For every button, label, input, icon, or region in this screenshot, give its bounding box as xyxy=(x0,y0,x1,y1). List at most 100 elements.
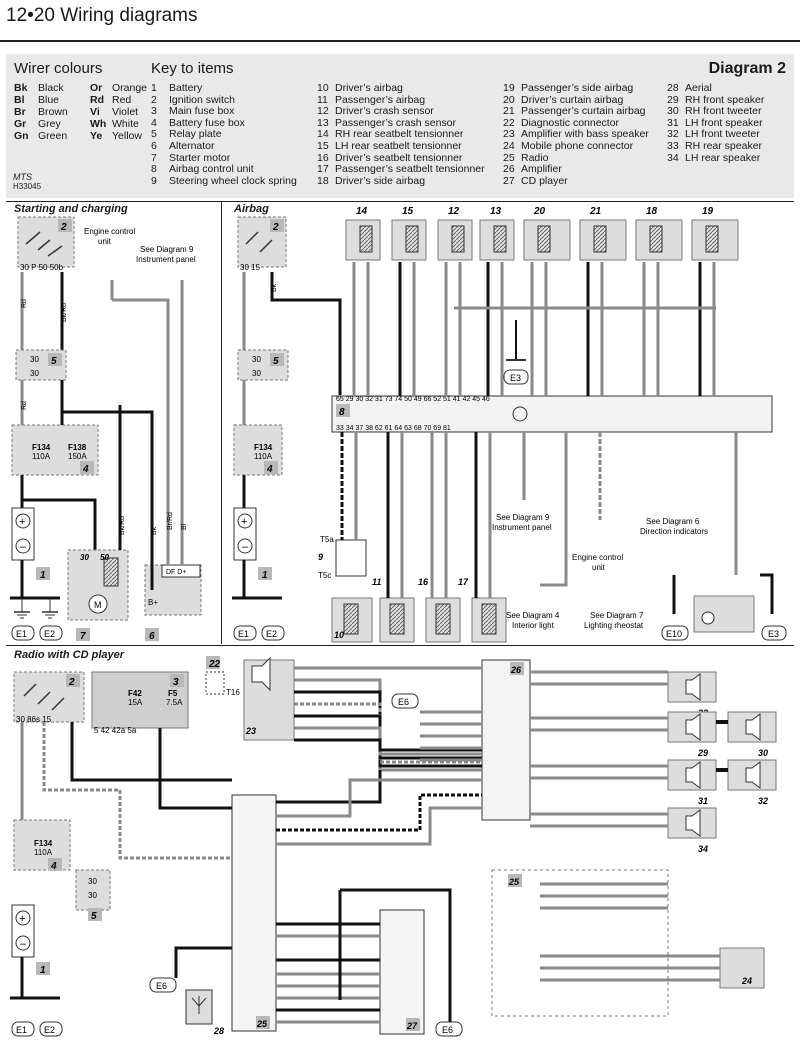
svg-text:F5: F5 xyxy=(168,689,178,698)
svg-text:16: 16 xyxy=(418,577,429,587)
svg-text:Interior light: Interior light xyxy=(512,621,555,630)
svg-text:5 42 42a 5a: 5 42 42a 5a xyxy=(94,726,137,735)
svg-text:17: 17 xyxy=(458,577,469,587)
airbag-connector-number: 13 xyxy=(490,206,502,217)
svg-text:1: 1 xyxy=(40,965,46,976)
svg-text:Engine control: Engine control xyxy=(572,553,623,562)
svg-text:E10: E10 xyxy=(666,629,682,639)
radio xyxy=(231,794,277,1032)
svg-text:24: 24 xyxy=(741,976,752,986)
airbag-control-unit xyxy=(331,395,773,433)
svg-text:25: 25 xyxy=(256,1019,268,1029)
svg-text:Rd: Rd xyxy=(21,299,28,308)
svg-text:28: 28 xyxy=(213,1026,224,1036)
airbag-connector-number: 15 xyxy=(402,206,414,217)
svg-text:E2: E2 xyxy=(44,629,55,639)
svg-text:Rd: Rd xyxy=(21,401,28,410)
svg-text:30: 30 xyxy=(88,891,97,900)
label-engine-control-unit: Engine control xyxy=(84,227,135,236)
airbag-connector-number: 19 xyxy=(702,206,714,217)
airbag-connector-number: 20 xyxy=(533,206,546,217)
svg-text:T16: T16 xyxy=(226,688,240,697)
svg-text:7: 7 xyxy=(80,631,86,642)
code-a: MTS xyxy=(13,172,32,182)
svg-text:2: 2 xyxy=(272,222,279,233)
speaker-number: 29 xyxy=(697,748,708,758)
radio-section: 2 30 86s 15 3 F42 15A F5 7.5A 5 42 42a 5… xyxy=(10,656,777,1037)
svg-text:23: 23 xyxy=(245,726,256,736)
svg-text:1: 1 xyxy=(40,570,46,581)
airbag-connector-number: 21 xyxy=(589,206,602,217)
svg-text:F134: F134 xyxy=(32,443,51,452)
svg-text:30 P 50 50b: 30 P 50 50b xyxy=(20,263,64,272)
svg-text:30: 30 xyxy=(252,355,261,364)
svg-text:5: 5 xyxy=(91,911,97,922)
svg-text:4: 4 xyxy=(266,464,273,475)
ground-e1-e2: E1 E2 xyxy=(11,598,63,641)
speakers: 332930313234 xyxy=(667,671,777,854)
svg-text:E6: E6 xyxy=(156,981,167,991)
wire-colours-title: Wirer colours xyxy=(14,60,103,77)
svg-text:5: 5 xyxy=(273,356,279,367)
svg-text:2: 2 xyxy=(68,677,75,688)
svg-text:Instrument panel: Instrument panel xyxy=(136,255,196,264)
divider-mid xyxy=(221,202,222,644)
svg-text:3: 3 xyxy=(173,677,179,688)
svg-text:+: + xyxy=(19,516,25,528)
svg-text:DF D+: DF D+ xyxy=(166,569,186,576)
svg-text:F138: F138 xyxy=(68,443,87,452)
key-title: Key to items xyxy=(151,60,234,77)
svg-text:unit: unit xyxy=(592,563,606,572)
page-header: 12•20 Wiring diagrams xyxy=(0,0,800,42)
svg-text:65 29 30 32 31 73 74 50 49: 65 29 30 32 31 73 74 50 49 66 52 51 41 4… xyxy=(336,396,490,403)
svg-text:Instrument panel: Instrument panel xyxy=(492,523,552,532)
svg-text:See Diagram 6: See Diagram 6 xyxy=(646,517,700,526)
svg-text:8: 8 xyxy=(339,407,345,418)
svg-text:E3: E3 xyxy=(768,629,779,639)
svg-text:Bk/Rd: Bk/Rd xyxy=(119,516,126,535)
svg-text:E2: E2 xyxy=(44,1025,55,1035)
svg-text:Bk/Rd: Bk/Rd xyxy=(61,303,68,322)
svg-text:10: 10 xyxy=(334,630,344,640)
svg-text:22: 22 xyxy=(208,659,221,670)
speaker-number: 34 xyxy=(698,844,708,854)
svg-text:Br/Rd: Br/Rd xyxy=(167,512,174,530)
svg-text:30: 30 xyxy=(88,877,97,886)
label-see-diag9: See Diagram 9 xyxy=(140,245,194,254)
svg-text:26: 26 xyxy=(510,665,522,675)
svg-text:15A: 15A xyxy=(128,698,143,707)
svg-text:9: 9 xyxy=(318,552,323,562)
svg-text:110A: 110A xyxy=(34,848,53,857)
svg-text:30: 30 xyxy=(252,369,261,378)
badge-2 xyxy=(58,219,72,232)
amplifier xyxy=(481,659,531,821)
svg-text:11: 11 xyxy=(372,577,381,587)
radio-wires xyxy=(20,666,728,1024)
airbag-bottom-components: 10 11 16 17 T5a T5c 9 xyxy=(318,535,507,643)
svg-text:unit: unit xyxy=(98,237,112,246)
svg-text:30 15: 30 15 xyxy=(240,263,261,272)
svg-text:50: 50 xyxy=(100,553,109,562)
svg-text:E3: E3 xyxy=(510,373,521,383)
svg-text:Lighting rheostat: Lighting rheostat xyxy=(584,621,644,630)
